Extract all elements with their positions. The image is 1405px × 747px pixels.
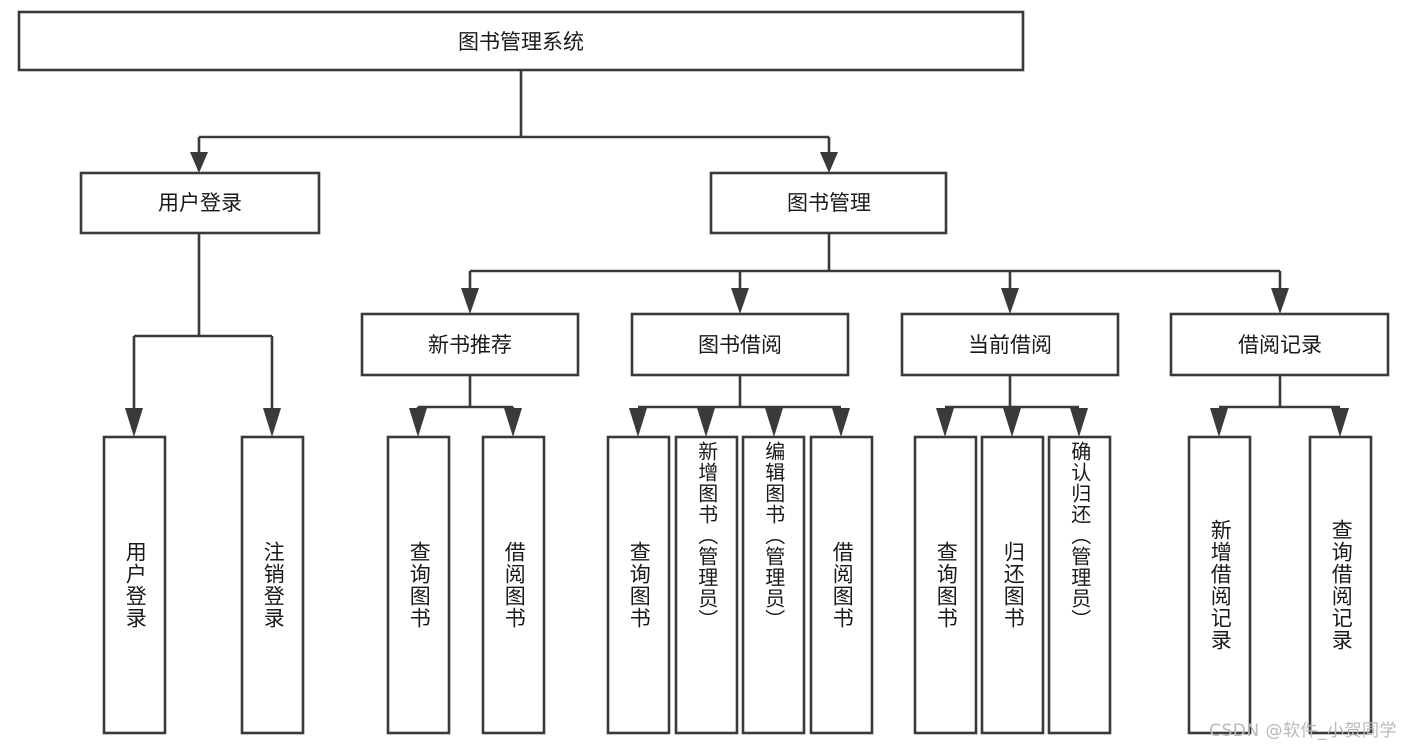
node-root-label: 图书管理系统 [458,30,584,54]
leaf-add-record-box[interactable] [1187,435,1252,735]
arrow-leaf-user-login [125,408,143,437]
arrow-book-borrow [731,288,749,314]
arrow-borrow-record [1271,288,1289,314]
node-borrow-record-label: 借阅记录 [1238,333,1322,357]
leaf-box-layer [102,435,1373,735]
leaf-confirm-return-box[interactable] [1047,435,1112,735]
leaf-logout-box[interactable] [240,435,305,735]
leaf-query-book-cur-box[interactable] [913,435,978,735]
node-borrow-record-box[interactable] [1169,312,1390,377]
arrow-leaf-confirm-return [1070,408,1088,437]
node-new-book-rec-label: 新书推荐 [428,333,512,357]
arrow-user-login [190,152,208,173]
node-layer: 图书管理系统 用户登录 图书管理 新书推荐 图书借阅 当前借阅 [17,10,1390,377]
arrow-leaf-edit-book [765,408,783,437]
node-book-manage[interactable]: 图书管理 [709,171,948,235]
arrow-leaf-add-book [697,408,715,437]
node-user-login[interactable]: 用户登录 [79,171,321,235]
node-borrow-record[interactable]: 借阅记录 [1169,312,1390,377]
arrow-leaf-query-book-cur [936,408,954,437]
leaf-borrow-book-bor-box[interactable] [809,435,874,735]
node-book-borrow[interactable]: 图书借阅 [630,312,850,377]
connector-layer [125,70,1349,437]
arrow-leaf-borrow-book-bor [832,408,850,437]
arrow-leaf-query-book-rec [409,408,427,437]
node-new-book-rec-box[interactable] [360,312,580,377]
arrow-leaf-return-book [1003,408,1021,437]
leaf-user-login-box[interactable] [102,435,167,735]
arrow-book-manage [820,152,838,173]
watermark-text: CSDN @软件_小贺同学 [1209,721,1397,741]
node-root-box[interactable] [17,10,1025,72]
arrow-leaf-query-book-bor [629,408,647,437]
arrow-new-book-rec [461,288,479,314]
node-root[interactable]: 图书管理系统 [17,10,1025,72]
node-book-manage-label: 图书管理 [787,191,871,215]
leaf-query-record-box[interactable] [1308,435,1373,735]
leaf-query-book-bor-box[interactable] [606,435,671,735]
arrow-current-borrow [1001,288,1019,314]
arrow-leaf-query-record [1331,408,1349,437]
node-current-borrow-label: 当前借阅 [968,333,1052,357]
node-book-borrow-box[interactable] [630,312,850,377]
node-current-borrow-box[interactable] [900,312,1120,377]
node-current-borrow[interactable]: 当前借阅 [900,312,1120,377]
arrow-leaf-logout [263,408,281,437]
node-book-borrow-label: 图书借阅 [698,333,782,357]
leaf-borrow-book-rec-box[interactable] [481,435,546,735]
node-user-login-box[interactable] [79,171,321,235]
arrow-leaf-add-record [1210,408,1228,437]
node-book-manage-box[interactable] [709,171,948,235]
node-user-login-label: 用户登录 [158,191,242,215]
leaf-add-book-box[interactable] [674,435,739,735]
arrow-leaf-borrow-book-rec [504,408,522,437]
leaf-edit-book-box[interactable] [741,435,806,735]
leaf-query-book-rec-box[interactable] [386,435,451,735]
node-new-book-rec[interactable]: 新书推荐 [360,312,580,377]
leaf-return-book-box[interactable] [980,435,1045,735]
